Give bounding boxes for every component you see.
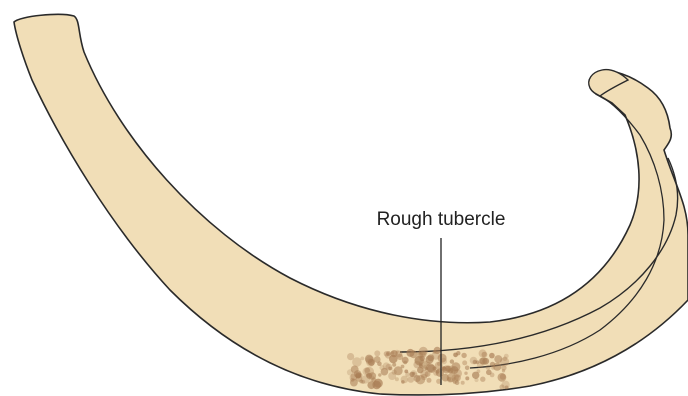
tubercle-spot	[465, 376, 469, 380]
tubercle-spot	[489, 353, 495, 359]
tubercle-spot	[461, 353, 466, 358]
tubercle-spot	[408, 376, 415, 383]
tubercle-spot	[402, 357, 409, 364]
tubercle-spot	[461, 381, 465, 385]
tubercle-spot	[464, 372, 467, 375]
tubercle-spot	[388, 367, 392, 371]
tubercle-spot	[498, 373, 507, 382]
tubercle-spot	[374, 350, 380, 356]
tubercle-spot	[486, 365, 491, 370]
tubercle-spot	[447, 373, 456, 382]
tubercle-spot	[392, 363, 396, 367]
tubercle-spot	[391, 350, 398, 357]
tubercle-spot	[456, 351, 460, 355]
tubercle-spot	[414, 375, 421, 382]
tubercle-spot	[351, 373, 358, 380]
tubercle-spot	[417, 351, 421, 355]
tubercle-spot	[352, 357, 362, 367]
tubercle-spot	[395, 377, 399, 381]
label-rough-tubercle: Rough tubercle	[377, 209, 506, 230]
tubercle-spot	[482, 352, 488, 358]
tubercle-spot	[369, 372, 376, 379]
tubercle-spot	[504, 354, 509, 359]
tubercle-spot	[420, 370, 428, 378]
tubercle-spot	[427, 378, 432, 383]
tubercle-spot	[472, 372, 479, 379]
tubercle-spot	[480, 377, 485, 382]
tubercle-spot	[433, 350, 437, 354]
tubercle-spot	[450, 359, 454, 363]
tubercle-spot	[501, 381, 509, 389]
tubercle-spot	[427, 365, 435, 373]
tubercle-spot	[455, 380, 460, 385]
tubercle-spot	[427, 354, 434, 361]
tubercle-spot	[465, 366, 470, 371]
tubercle-spot	[374, 356, 381, 363]
tubercle-spot	[490, 362, 495, 367]
tubercle-spot	[470, 357, 478, 365]
tubercle-spot	[378, 373, 381, 376]
tubercle-spot	[438, 354, 447, 363]
tubercle-spot	[384, 351, 389, 356]
tubercle-spot	[436, 369, 444, 377]
tubercle-spot	[410, 350, 418, 358]
tubercle-spot	[462, 360, 467, 365]
tubercle-spot	[486, 370, 492, 376]
tubercle-spot	[401, 376, 409, 384]
tubercle-spot	[480, 357, 488, 365]
tubercle-spot	[365, 355, 373, 363]
tubercle-spot	[401, 365, 405, 369]
